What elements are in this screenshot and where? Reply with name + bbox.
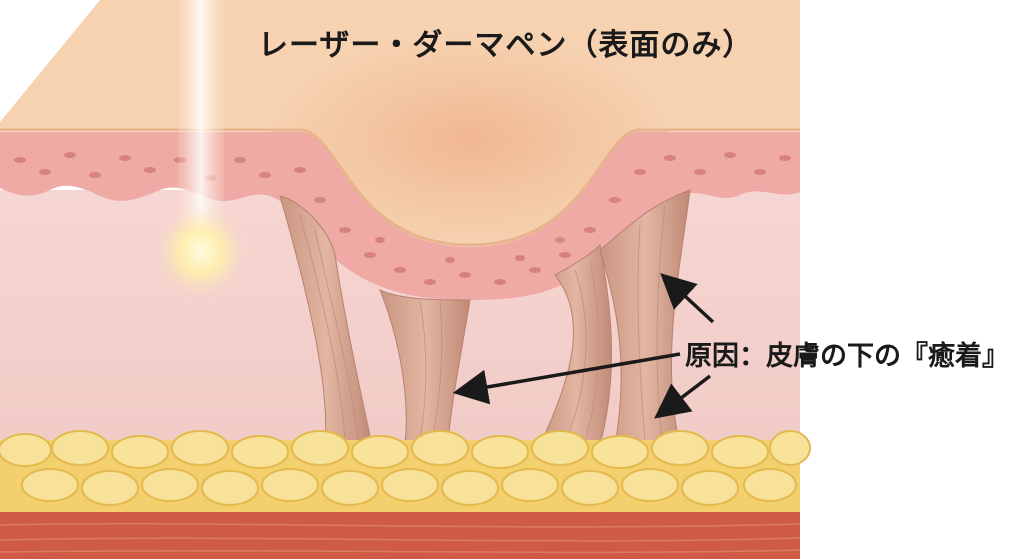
fat-cells [0, 430, 811, 506]
adhesion-band-3 [539, 243, 613, 446]
arrow-left [452, 352, 681, 405]
cause-arrows [452, 273, 715, 419]
laser-glow [153, 204, 249, 300]
arrow-down-right [654, 374, 712, 419]
diagram-title: レーザー・ダーマペン（表面のみ） [258, 28, 754, 63]
dermis-cells [14, 152, 791, 285]
adhesion-band-2 [379, 288, 471, 446]
dent-shading [270, 35, 670, 245]
arrow-up-right [660, 273, 715, 324]
cause-label: 原因：皮膚の下の『癒着』 [685, 341, 1009, 372]
